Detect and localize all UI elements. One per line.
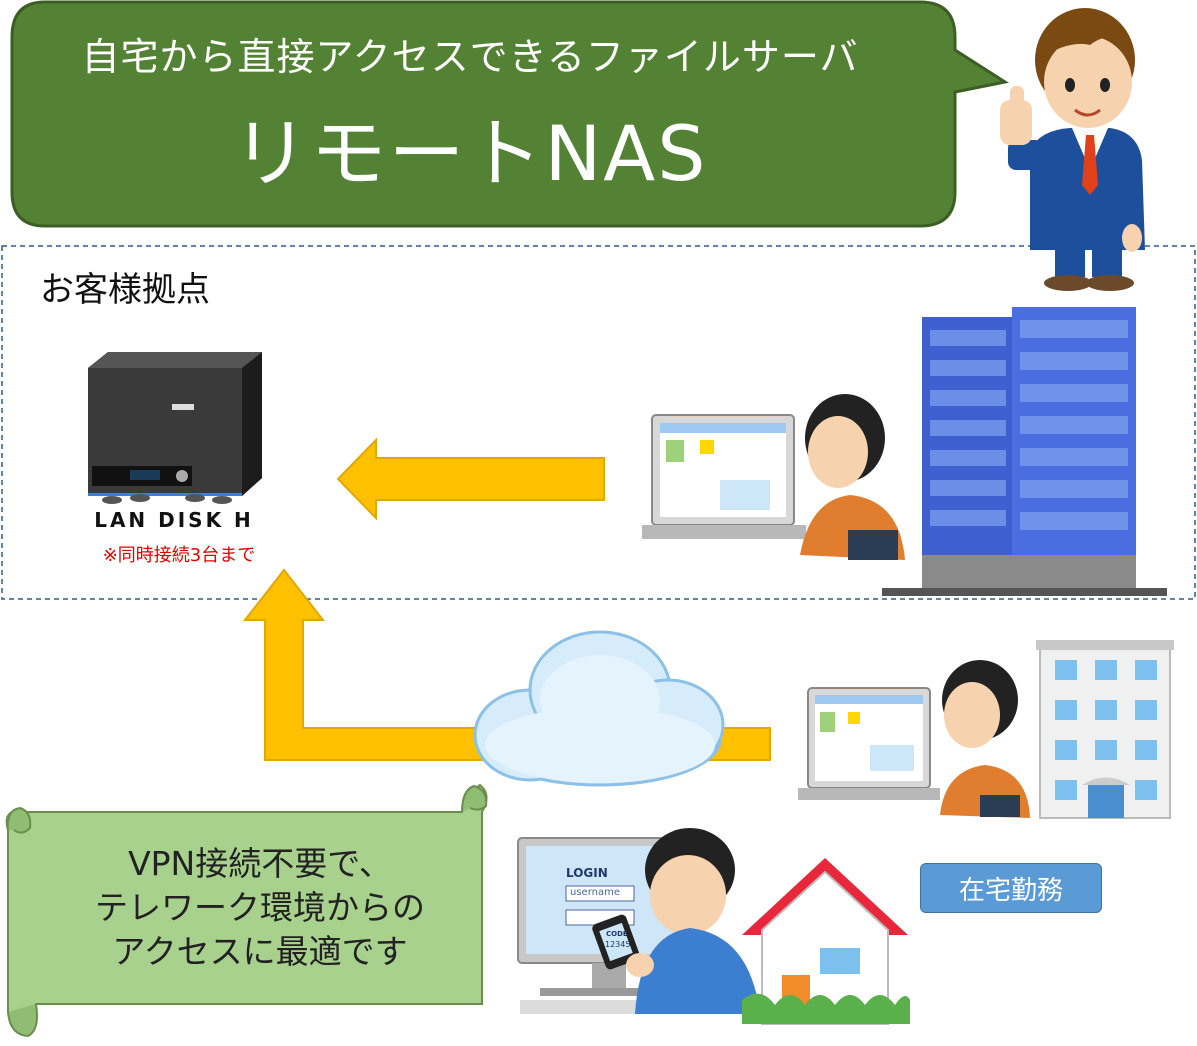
header-subtitle: 自宅から直接アクセスできるファイルサーバ bbox=[81, 35, 859, 79]
scroll-banner bbox=[5, 783, 488, 1038]
scroll-message-line: VPN接続不要で、 bbox=[128, 844, 392, 883]
phone-code-value: 12345 bbox=[605, 940, 631, 949]
nas-logo-text: LAN DISK H bbox=[94, 508, 254, 532]
office-worker-laptop-icon bbox=[642, 394, 905, 560]
businessman-icon bbox=[1000, 8, 1145, 291]
apartment-building-icon bbox=[1036, 640, 1174, 819]
nas-device-icon bbox=[88, 352, 262, 504]
site-label: お客様拠点 bbox=[40, 270, 210, 310]
home-pc-user-icon bbox=[517, 828, 760, 1014]
nas-connection-note: ※同時接続3台まで bbox=[102, 545, 256, 566]
scroll-message-line: テレワーク環境からの bbox=[95, 888, 425, 927]
login-username-field: username bbox=[570, 887, 620, 898]
house-icon bbox=[742, 858, 910, 1025]
scroll-message-line: アクセスに最適です bbox=[112, 932, 408, 971]
phone-code-label: CODE bbox=[606, 930, 628, 938]
office-building-icon bbox=[882, 307, 1167, 596]
home-worker-laptop-icon bbox=[798, 660, 1030, 818]
arrow-office-to-nas bbox=[336, 437, 605, 521]
header-title: リモートNAS bbox=[232, 109, 708, 198]
site-boundary bbox=[1, 245, 1196, 600]
remote-work-badge: 在宅勤務 bbox=[920, 863, 1102, 913]
login-title: LOGIN bbox=[566, 866, 608, 880]
scroll-message: VPN接続不要で、 テレワーク環境からの アクセスに最適です bbox=[40, 842, 480, 974]
cloud-icon bbox=[473, 630, 725, 787]
speech-bubble bbox=[10, 0, 1009, 228]
